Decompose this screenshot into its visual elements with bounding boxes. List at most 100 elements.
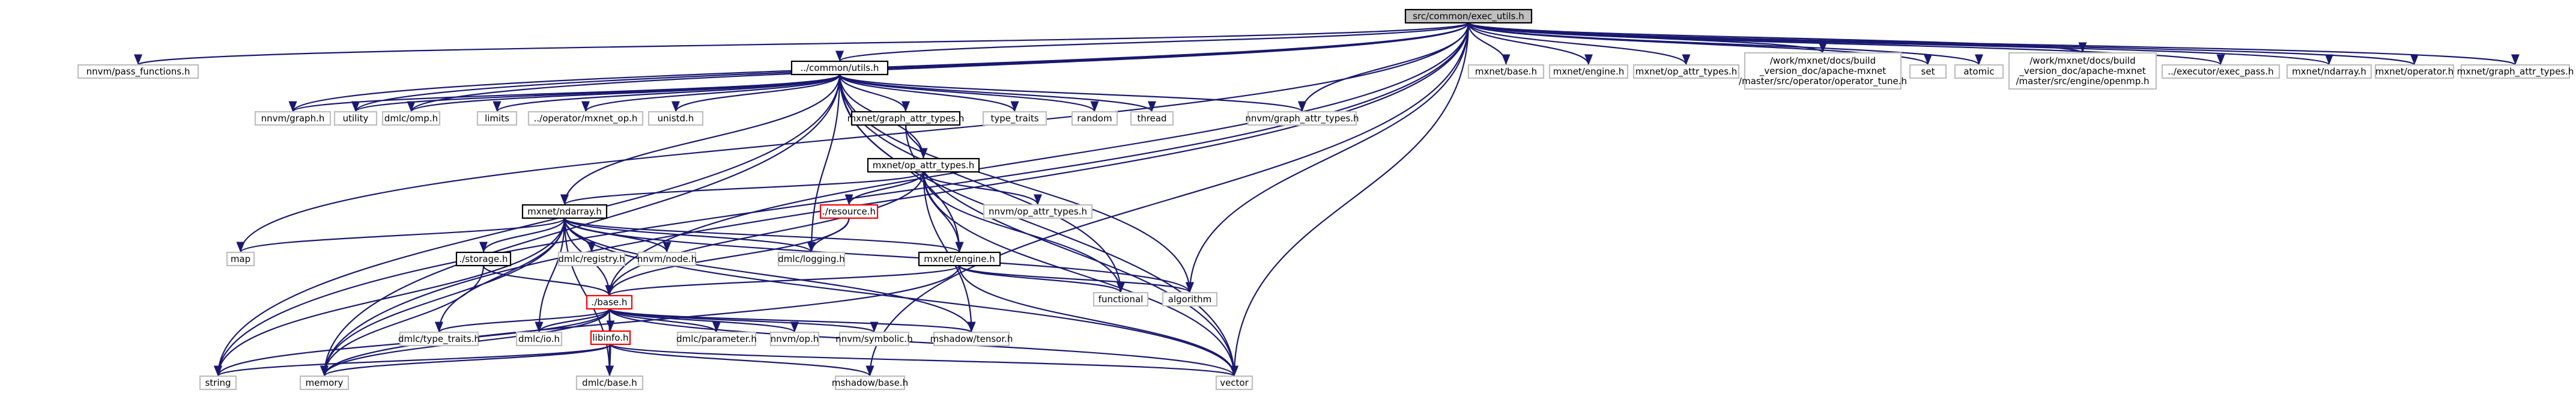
node-label-graphattr_top: mxnet/graph_attr_types.h: [2457, 66, 2574, 78]
node-box-unistd: [647, 111, 704, 126]
node-storage[interactable]: ./storage.h: [455, 251, 512, 267]
node-box-nnvmsym: [838, 331, 910, 347]
node-box-memory: [299, 375, 350, 391]
edge-ndarray-to-storage: [479, 218, 566, 253]
node-label-basecore: ./base.h: [592, 297, 628, 308]
node-box-dmlcreg: [557, 251, 626, 267]
node-dmlcbase: dmlc/base.h: [575, 375, 644, 391]
node-label-engine: mxnet/engine.h: [924, 254, 995, 264]
node-label-dmlcreg: dmlc/registry.h: [558, 254, 625, 264]
node-label-memory: memory: [306, 377, 344, 388]
node-box-nnvmgraphattr: [1247, 111, 1357, 126]
node-label-openmp-line-0: /work/mxnet/docs/build: [2029, 55, 2135, 66]
node-label-vector: vector: [1220, 377, 1249, 388]
node-libinfo[interactable]: libinfo.h: [590, 330, 631, 346]
node-label-thread: thread: [1137, 113, 1166, 124]
node-label-root: src/common/exec_utils.h: [1413, 11, 1524, 22]
edge-root-to-string: [214, 22, 1470, 377]
node-label-opattr: mxnet/op_attr_types.h: [873, 160, 975, 171]
node-label-libinfo: libinfo.h: [593, 332, 629, 343]
edge-libinfo-to-mshadowbase: [610, 344, 874, 377]
node-label-dmltt: dmlc/type_traits.h: [398, 334, 480, 345]
edge-basecore-to-mshadowtensor: [608, 308, 975, 334]
edge-cutils-to-string: [214, 74, 841, 377]
edge-root-to-dmlcomp: [407, 22, 1470, 112]
node-label-engine_top: mxnet/engine.h: [1553, 66, 1625, 77]
node-box-basecore: [586, 294, 633, 310]
node-box-ndarray_top: [2286, 64, 2372, 79]
node-box-mshadowtensor: [933, 331, 1010, 347]
node-label-optune-line-2: /master/src/operator/operator_tune.h: [1739, 76, 1907, 87]
node-nnvmopattr: nnvm/op_attr_types.h: [983, 204, 1093, 219]
edge-opattr-to-nnvmopattr: [923, 171, 1042, 206]
node-box-root: [1404, 8, 1533, 24]
edge-root-to-nnvmgraphattr: [1298, 22, 1470, 112]
node-label-optune-line-0: /work/mxnet/docs/build: [1770, 55, 1876, 66]
edge-root-to-mshadowbase: [865, 22, 1470, 377]
node-mshadowtensor: mshadow/tensor.h: [930, 331, 1013, 347]
node-label-nnvmgraph: nnvm/graph.h: [261, 113, 325, 124]
edge-opattr-to-resource: [844, 171, 924, 206]
node-ndarray_top: mxnet/ndarray.h: [2286, 64, 2372, 79]
node-box-thread: [1130, 111, 1174, 126]
node-label-mshadowtensor: mshadow/tensor.h: [930, 334, 1013, 344]
edges-layer: [135, 22, 2520, 377]
edge-basecore-to-dmlparam: [608, 308, 721, 333]
node-box-dmllog: [777, 251, 846, 267]
edge-root-to-cutils: [835, 22, 1470, 62]
node-box-opattr: [867, 157, 980, 173]
node-box-libinfo: [590, 330, 631, 346]
node-cutils[interactable]: ../common/utils.h: [790, 60, 889, 76]
edge-cutils-to-dmlcomp: [407, 73, 841, 113]
node-box-functional: [1093, 291, 1149, 307]
edge-basecore-to-nnvmop: [608, 308, 799, 334]
node-ndarray[interactable]: mxnet/ndarray.h: [521, 204, 608, 219]
node-label-unistd: unistd.h: [658, 113, 694, 124]
node-box-nnvmgraph: [254, 111, 332, 126]
node-root[interactable]: src/common/exec_utils.h: [1404, 8, 1533, 24]
node-label-opattr_top: mxnet/op_attr_types.h: [1635, 66, 1738, 78]
node-label-dmlparam: dmlc/parameter.h: [676, 334, 757, 344]
node-box-base: [1467, 64, 1545, 79]
node-box-dmlio: [515, 331, 563, 347]
node-label-mxgraphattr: mxnet/graph_attr_types.h: [847, 113, 965, 124]
node-label-resource: ./resource.h: [822, 206, 876, 217]
node-engine_top: mxnet/engine.h: [1548, 64, 1629, 79]
node-basecore[interactable]: ./base.h: [586, 294, 633, 310]
node-vector: vector: [1215, 375, 1253, 391]
node-dmlcreg: dmlc/registry.h: [557, 251, 626, 267]
edge-libinfo-to-vector: [610, 343, 1238, 377]
node-box-mxnetop: [527, 111, 644, 126]
node-box-dmlcomp: [381, 111, 441, 126]
node-random: random: [1071, 111, 1118, 126]
node-label-dmlio: dmlc/io.h: [518, 334, 560, 344]
node-mxgraphattr[interactable]: mxnet/graph_attr_types.h: [847, 111, 965, 126]
node-label-typetraits: type_traits: [990, 113, 1038, 124]
node-engine[interactable]: mxnet/engine.h: [918, 251, 1001, 267]
node-dmlcomp: dmlc/omp.h: [381, 111, 441, 126]
node-string: string: [199, 375, 237, 391]
node-box-nnvmopattr: [983, 204, 1093, 219]
node-label-dmllog: dmlc/logging.h: [778, 254, 844, 264]
node-label-optune-line-1: _version_doc/apache-mxnet: [1759, 65, 1886, 77]
edge-opattr-to-ndarray: [560, 171, 924, 206]
edge-opattr-to-functional: [923, 171, 1125, 293]
node-dmlio: dmlc/io.h: [515, 331, 563, 347]
node-box-string: [199, 375, 237, 391]
edge-root-to-algorithm: [1185, 22, 1470, 293]
edge-root-to-engine_top: [1467, 22, 1593, 65]
node-label-functional: functional: [1099, 294, 1144, 305]
node-box-graphattr_top: [2460, 64, 2571, 79]
node-nnvmnode: nnvm/node.h: [637, 251, 697, 267]
node-box-dmlcbase: [575, 375, 644, 391]
node-set: set: [1909, 64, 1947, 79]
node-opattr[interactable]: mxnet/op_attr_types.h: [867, 157, 980, 173]
edge-cutils-to-ndarray: [560, 74, 841, 206]
edge-cutils-to-limits: [492, 74, 841, 112]
edge-engine-to-functional: [959, 265, 1125, 293]
node-label-nnvmop: nnvm/op.h: [771, 334, 819, 344]
node-label-dmlcomp: dmlc/omp.h: [384, 113, 438, 124]
node-typetraits: type_traits: [982, 111, 1047, 126]
node-box-dmlparam: [676, 331, 757, 347]
node-resource[interactable]: ./resource.h: [819, 204, 879, 219]
